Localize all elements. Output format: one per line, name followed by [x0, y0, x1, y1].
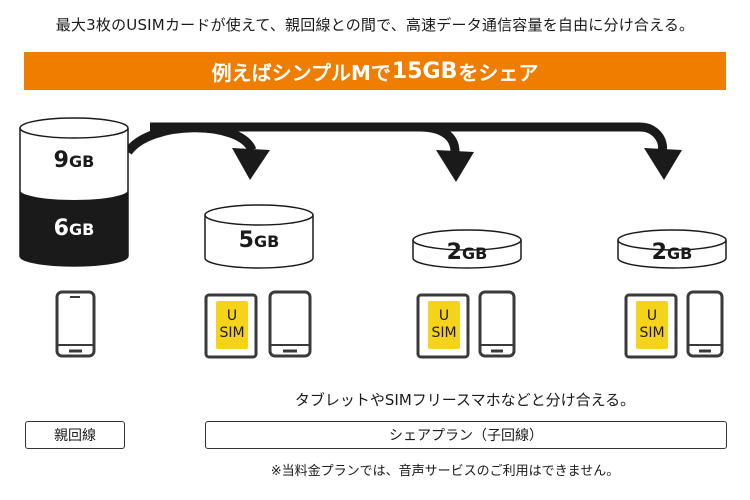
- child-line-label: シェアプラン（子回線）: [205, 421, 727, 449]
- parent-shared-label: 6GB: [53, 216, 95, 241]
- tablet-icon: [268, 290, 312, 358]
- arrow-heads: [232, 148, 682, 182]
- child-2-capacity: 2GB: [446, 240, 488, 265]
- sim-label-top: U: [439, 308, 449, 324]
- sim-label-bottom: SIM: [431, 325, 456, 341]
- share-note: タブレットやSIMフリースマホなどと分け合える。: [294, 391, 636, 409]
- child-cylinder-3: [617, 229, 727, 269]
- arrow-head-2: [436, 150, 474, 182]
- intro-text: 最大3枚のUSIMカードが使えて、親回線との間で、高速データ通信容量を自由に分け…: [55, 16, 695, 34]
- parent-cylinder: [19, 117, 129, 267]
- parent-used-segment: [20, 190, 128, 266]
- child-3-capacity: 2GB: [651, 240, 693, 265]
- arrow-link-2: [150, 122, 460, 153]
- footnote: ※当料金プランでは、音声サービスのご利用はできません。: [270, 464, 620, 479]
- banner-amount: 15GB: [391, 58, 458, 84]
- banner-prefix: 例えばシンプルMで: [211, 60, 391, 85]
- sim-label-top: U: [227, 308, 237, 324]
- phone-icon: [686, 290, 724, 358]
- headline-banner: 例えばシンプルMで 15GB をシェア: [24, 52, 726, 90]
- child-cylinder-2: [412, 229, 522, 269]
- sim-label-top: U: [647, 308, 657, 324]
- parent-remaining-label: 9GB: [53, 148, 95, 173]
- arrow-head-3: [644, 148, 682, 180]
- sim-label-bottom: SIM: [639, 325, 664, 341]
- parent-phone-icon: [55, 290, 96, 358]
- arrow-head-1: [232, 148, 270, 180]
- arrow-link-3: [420, 122, 668, 154]
- child-devices-2: [416, 290, 516, 359]
- child-cylinder-1: [204, 204, 314, 269]
- banner-suffix: をシェア: [458, 60, 539, 85]
- child-1-capacity: 5GB: [238, 228, 280, 253]
- sim-label-bottom: SIM: [219, 325, 244, 341]
- phone-icon: [478, 290, 516, 358]
- share-arrows: [124, 122, 668, 155]
- child-devices-3: [624, 290, 724, 359]
- child-devices-1: [204, 290, 312, 359]
- parent-line-label: 親回線: [25, 421, 125, 449]
